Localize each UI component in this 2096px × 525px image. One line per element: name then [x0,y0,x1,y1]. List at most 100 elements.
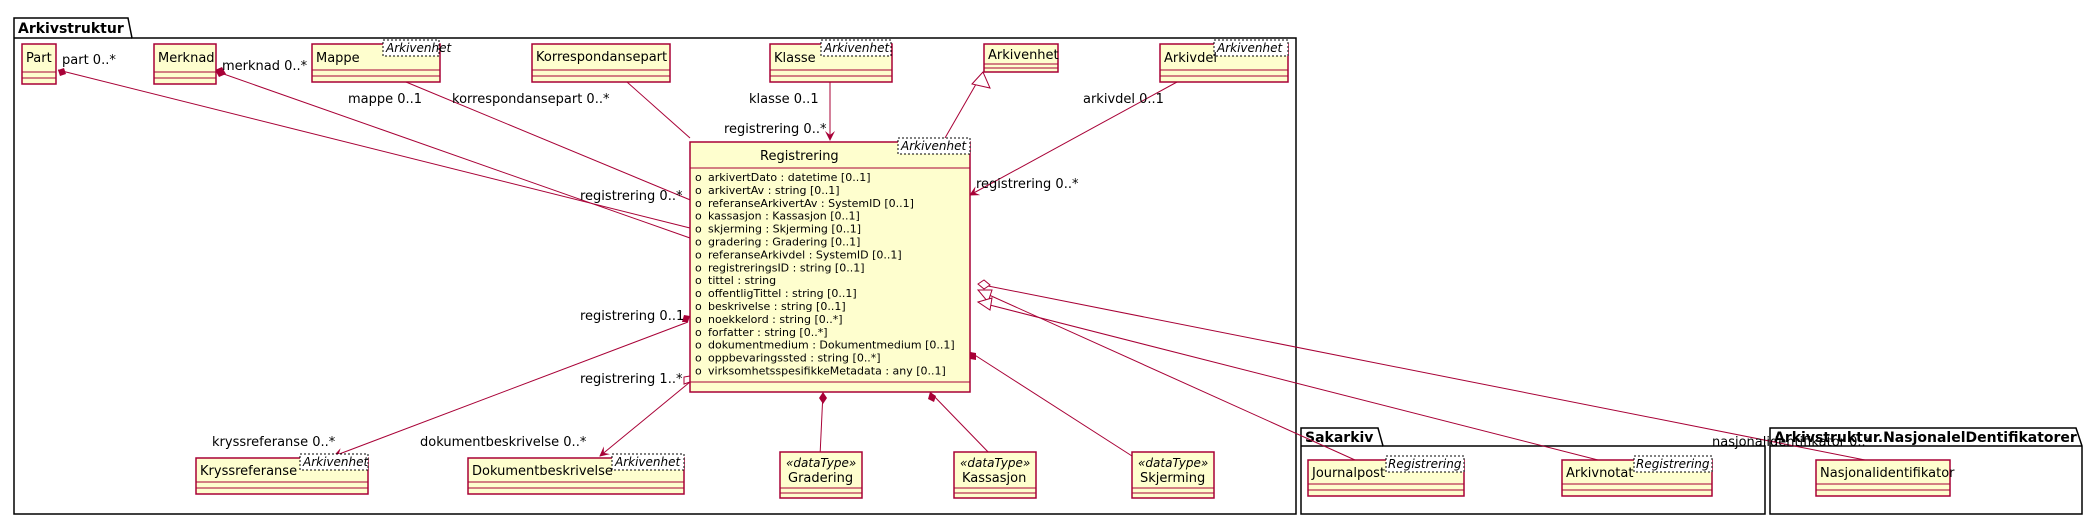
class-name: Arkivnotat [1566,466,1633,481]
class-stereotype: Arkivenhet [385,41,453,55]
class-stereotype: Arkivenhet [900,139,968,153]
edge-dokumentbeskrivelse [599,381,691,457]
composition-diamond-kryss [682,315,690,322]
attribute: tittel : string [708,274,776,287]
class-name: Part [26,51,52,66]
composition-diamond-skjerming [970,352,976,360]
attribute-visibility: o [695,236,702,249]
class-skjerming[interactable]: «dataType» Skjerming [1131,451,1215,499]
attribute: gradering : Gradering [0..1] [708,236,860,249]
edge-kassasjon [929,391,993,457]
attribute-visibility: o [695,326,702,339]
package-arkivstruktur: Arkivstruktur [13,17,1297,515]
class-arkivnotat[interactable]: Registrering Arkivnotat [1561,455,1713,497]
attribute: oppbevaringssted : string [0..*] [708,352,881,365]
generalization-triangle-arkivenhet [971,71,991,89]
class-stereotype: Registrering [1636,457,1710,471]
attribute-visibility: o [695,274,702,287]
class-name: Dokumentbeskrivelse [472,464,613,479]
attribute-visibility: o [695,339,702,352]
attribute-visibility: o [695,184,702,197]
aggregation-diamond-dok [683,375,691,385]
role-registrering-kryss: registrering 0..1 [580,309,684,324]
class-gradering[interactable]: «dataType» Gradering [779,451,863,499]
class-journalpost[interactable]: Registrering Journalpost [1307,455,1465,497]
role-kryssreferanse: kryssreferanse 0..* [212,435,336,450]
attribute-visibility: o [695,223,702,236]
edge-korrespondansepart [626,81,691,139]
role-registrering-dok: registrering 1..* [580,372,683,387]
class-name: Merknad [158,51,215,66]
class-name: Journalpost [1311,466,1385,481]
role-nasjonalidentifikator: nasjonalidentifikator 0..* [1712,435,1873,450]
role-korrespondansepart: korrespondansepart 0..* [452,92,610,107]
class-klasse[interactable]: Arkivenhet Klasse [769,39,893,83]
composition-diamond-merknad [215,67,226,77]
edge-kryssreferanse [333,321,689,458]
class-name: Registrering [760,149,839,164]
attribute: kassasjon : Kassasjon [0..1] [708,210,860,223]
attribute: arkivertAv : string [0..1] [708,184,840,197]
attribute: referanseArkivdel : SystemID [0..1] [708,248,902,261]
class-mappe[interactable]: Arkivenhet Mappe [311,39,453,83]
class-name: Nasjonalidentifikator [1820,466,1955,481]
edge-part [57,69,691,229]
class-stereotype: «dataType» [960,456,1030,470]
edge-arkivnotat [977,301,1599,461]
class-name: Arkivenhet [988,48,1059,63]
class-arkivdel[interactable]: Arkivenhet Arkivdel [1159,39,1289,83]
class-name: Gradering [788,471,853,486]
attribute-visibility: o [695,287,702,300]
attribute: referanseArkivertAv : SystemID [0..1] [708,197,914,210]
edge-mappe [405,81,701,206]
role-dokumentbeskrivelse: dokumentbeskrivelse 0..* [420,435,587,450]
composition-diamond-kassasjon [928,392,936,402]
edge-markers [58,67,1183,404]
class-arkivenhet[interactable]: Arkivenhet [983,43,1059,73]
role-klasse: klasse 0..1 [749,92,819,107]
edge-nasjonalidentifikator [977,283,1866,461]
class-kassasjon[interactable]: «dataType» Kassasjon [953,451,1037,499]
attribute-visibility: o [695,300,702,313]
role-registrering-arkivdel: registrering 0..* [976,177,1079,192]
package-nasjonal: Arkivstruktur.NasjonalelDentifikatorer [1769,427,2083,515]
class-name: Arkivdel [1164,51,1217,66]
class-name: Kryssreferanse [200,464,297,479]
class-stereotype: Arkivenhet [302,455,370,469]
attribute: arkivertDato : datetime [0..1] [708,171,870,184]
class-part[interactable]: Part [21,43,57,85]
class-stereotype: Registrering [1388,457,1462,471]
class-name: Mappe [316,51,360,66]
package-title: Arkivstruktur.NasjonalelDentifikatorer [1774,430,2077,446]
role-arkivdel: arkivdel 0..1 [1083,92,1164,107]
role-registrering-klasse: registrering 0..* [724,122,827,137]
package-sakarkiv: Sakarkiv [1300,427,1766,515]
role-part: part 0..* [62,53,116,68]
class-merknad[interactable]: Merknad [153,43,217,85]
package-title: Arkivstruktur [18,21,124,37]
class-dokumentbeskrivelse[interactable]: Arkivenhet Dokumentbeskrivelse [467,453,685,495]
composition-diamond-gradering [819,392,827,404]
attribute-visibility: o [695,352,702,365]
attribute-visibility: o [695,261,702,274]
composition-diamond-part [58,68,66,76]
edge-arkivdel [969,81,1178,196]
class-registrering[interactable]: Arkivenhet Registrering o arkivertDato : … [689,137,971,393]
package-title: Sakarkiv [1305,430,1373,446]
registrering-attributes: o arkivertDato : datetime [0..1] o arkivert… [695,171,955,378]
edges [57,69,1866,461]
aggregation-diamond-nasjonal [977,279,991,290]
role-labels: part 0..* merknad 0..* mappe 0..1 korres… [62,53,1873,450]
attribute-visibility: o [695,248,702,261]
class-korrespondansepart[interactable]: Korrespondansepart [531,43,671,83]
attribute-visibility: o [695,197,702,210]
attribute: registreringsID : string [0..1] [708,261,865,274]
class-name: Kassasjon [962,471,1026,486]
class-stereotype: Arkivenhet [823,41,891,55]
attribute-visibility: o [695,171,702,184]
role-registrering-left: registrering 0..* [580,189,683,204]
class-kryssreferanse[interactable]: Arkivenhet Kryssreferanse [195,453,370,495]
class-nasjonalidentifikator[interactable]: Nasjonalidentifikator [1815,459,1955,497]
class-name: Korrespondansepart [536,50,667,65]
